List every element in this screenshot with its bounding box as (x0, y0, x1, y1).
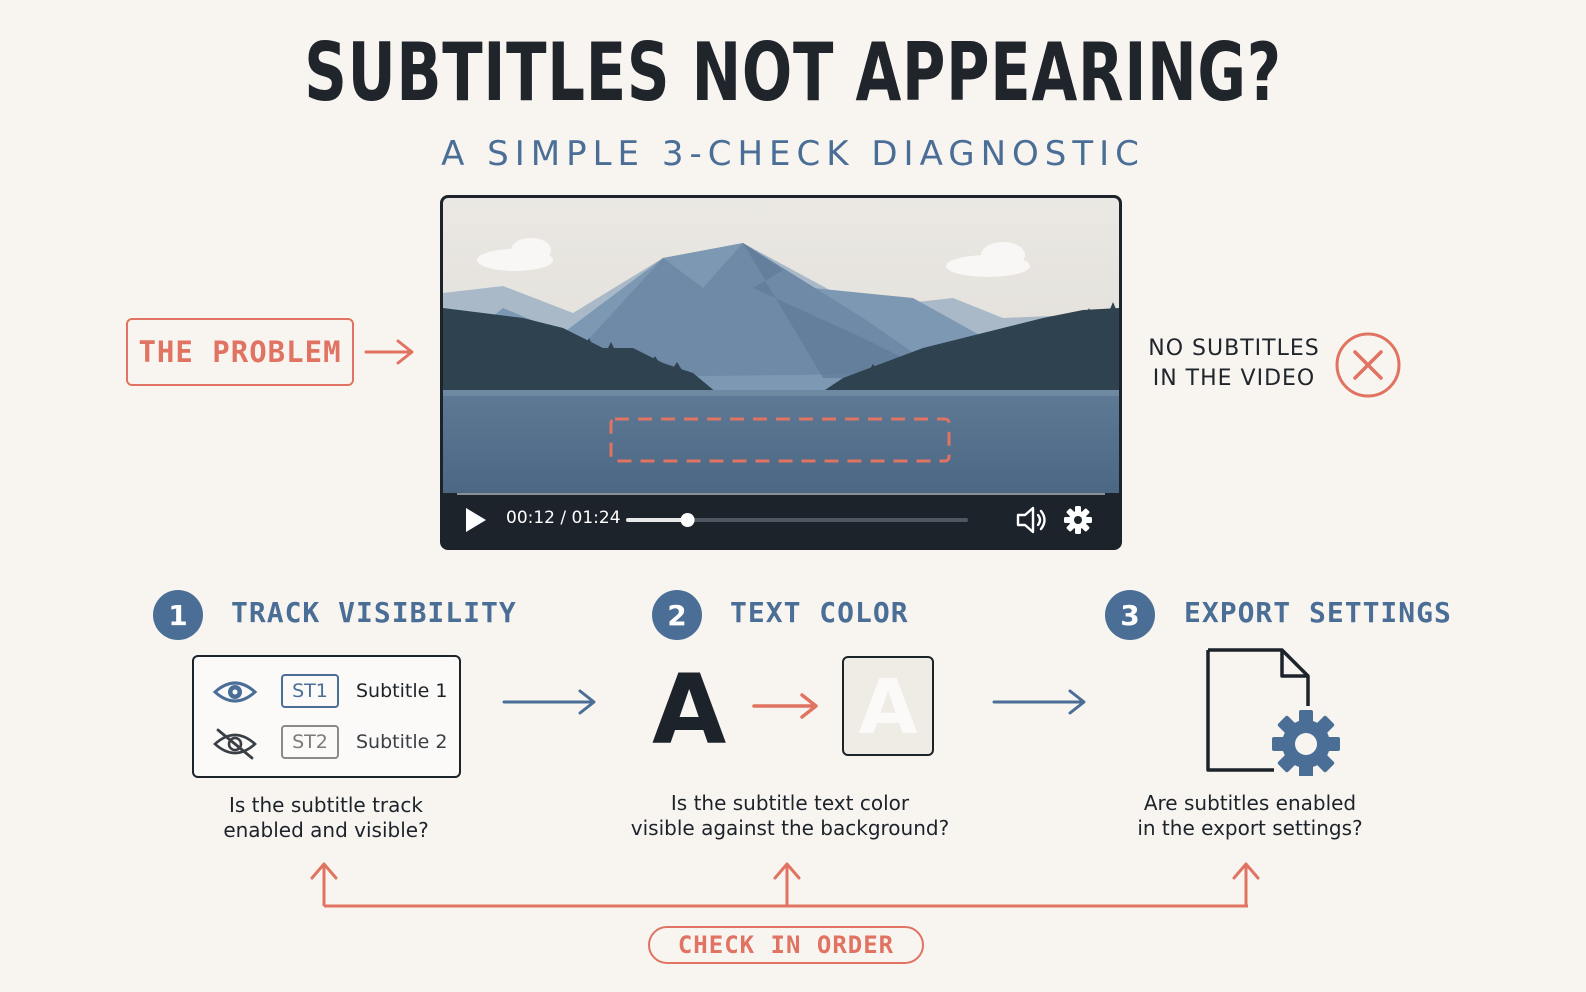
cloud-left-icon (477, 238, 553, 271)
problem-label: THE PROBLEM (126, 318, 354, 386)
track-label-2: Subtitle 2 (356, 731, 448, 753)
step-3-desc-line1: Are subtitles enabled (1143, 791, 1357, 815)
step-3-number: 3 (1105, 590, 1155, 640)
dark-text-sample: A (652, 654, 727, 766)
step-2-number: 2 (652, 590, 702, 640)
step-2-number-text: 2 (667, 598, 687, 632)
forest-left (443, 308, 723, 398)
step-3-title: EXPORT SETTINGS (1184, 596, 1452, 629)
play-icon[interactable] (462, 506, 490, 534)
problem-label-text: THE PROBLEM (138, 335, 342, 369)
step-1-title: TRACK VISIBILITY (231, 596, 517, 629)
gear-icon[interactable] (1062, 504, 1094, 536)
page-subtitle: A SIMPLE 3-CHECK DIAGNOSTIC (441, 134, 1145, 174)
seek-bar[interactable] (620, 508, 976, 532)
step-3-desc-line2: in the export settings? (1137, 816, 1363, 840)
track-badge-st2[interactable]: ST2 (281, 725, 339, 759)
step-1-number-text: 1 (168, 598, 188, 632)
step-1-desc-line1: Is the subtitle track (228, 793, 423, 817)
light-text-sample: A (858, 661, 918, 751)
step-3-description: Are subtitles enabled in the export sett… (1100, 791, 1400, 841)
light-background-swatch (842, 656, 934, 756)
step-2-title: TEXT COLOR (730, 596, 909, 629)
step-1-desc-line2: enabled and visible? (223, 818, 429, 842)
order-connector (310, 862, 1260, 908)
flow-arrow-1-icon (502, 689, 596, 715)
problem-status: NO SUBTITLES IN THE VIDEO (1144, 334, 1324, 394)
flow-arrow-2-icon (992, 689, 1086, 715)
problem-status-line1: NO SUBTITLES (1148, 336, 1320, 361)
seek-progress (626, 518, 688, 522)
step-1-description: Is the subtitle track enabled and visibl… (176, 793, 476, 843)
track-badge-st1[interactable]: ST1 (281, 674, 339, 708)
color-arrow-icon (752, 693, 818, 719)
export-file-settings-icon (1206, 648, 1340, 776)
check-in-order-label: CHECK IN ORDER (648, 926, 924, 964)
error-x-icon (1335, 332, 1401, 398)
forest-right (813, 302, 1119, 398)
problem-arrow-icon (364, 339, 414, 365)
video-frame (443, 198, 1119, 547)
page-title: SUBTITLES NOT APPEARING? (304, 26, 1282, 119)
track-list-panel: ST1 Subtitle 1 ST2 Subtitle 2 (192, 655, 461, 778)
video-player[interactable] (440, 195, 1122, 550)
eye-icon[interactable] (212, 677, 258, 707)
volume-icon[interactable] (1014, 504, 1048, 536)
step-2-desc-line2: visible against the background? (630, 816, 950, 840)
problem-status-line2: IN THE VIDEO (1152, 366, 1316, 391)
step-1-number: 1 (153, 590, 203, 640)
time-readout: 00:12 / 01:24 (506, 508, 621, 528)
cloud-right-icon (946, 242, 1030, 277)
step-3-number-text: 3 (1120, 598, 1140, 632)
step-2-description: Is the subtitle text color visible again… (620, 791, 960, 841)
missing-subtitle-area (609, 417, 951, 463)
seek-thumb (680, 513, 695, 527)
step-2-desc-line1: Is the subtitle text color (670, 791, 910, 815)
eye-off-icon[interactable] (212, 727, 258, 761)
track-label-1: Subtitle 1 (356, 680, 448, 702)
check-in-order-text: CHECK IN ORDER (677, 931, 895, 959)
